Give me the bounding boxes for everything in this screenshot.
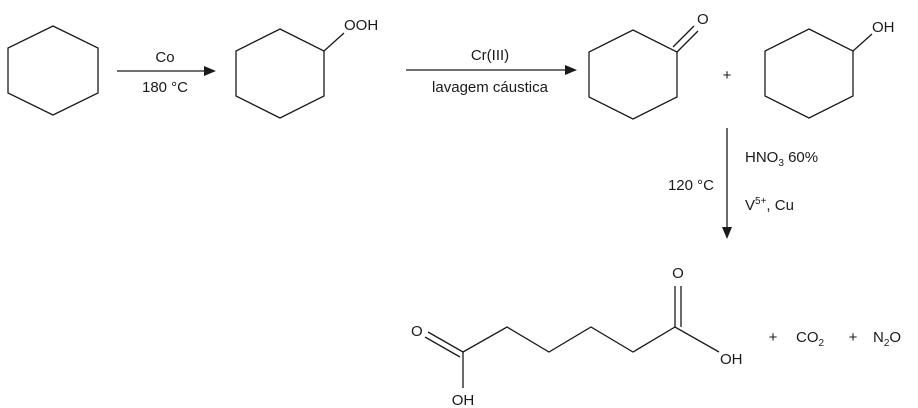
cyclohexanone-ring <box>588 29 678 120</box>
adipic-acid-chain <box>462 326 720 353</box>
adipic-right-hydroxyl: OH <box>720 351 743 368</box>
adipic-bottom-hydroxyl: OH <box>452 392 475 408</box>
arrow-step3 <box>722 128 732 239</box>
step1-condition: 180 °C <box>142 79 188 96</box>
arrow-step1 <box>117 66 216 76</box>
step2-condition: lavagem cáustica <box>432 79 549 96</box>
step3-catalyst: V5+, Cu <box>745 196 794 214</box>
adipic-top-oxygen: O <box>672 265 684 282</box>
hydroxyl-bond <box>852 33 873 52</box>
plus-sign-products: + <box>723 67 732 84</box>
hydroperoxide-label: OOH <box>344 17 378 34</box>
hydroperoxide-bond <box>323 32 345 52</box>
cyclohexane-ring <box>7 25 99 116</box>
left-carbonyl-bond-a <box>427 331 464 353</box>
carbonyl-bond-a <box>676 30 699 53</box>
plus-sign-co2: + <box>769 329 778 346</box>
cyclohexanol-ring <box>764 28 854 119</box>
carbonyl-bond-b <box>672 25 695 48</box>
ketone-oxygen: O <box>697 11 709 28</box>
adipic-left-oxygen: O <box>411 323 423 340</box>
step1-reagent: Co <box>155 49 174 66</box>
plus-sign-n2o: + <box>849 329 858 346</box>
arrow-step2 <box>406 65 577 75</box>
alcohol-label: OH <box>872 19 895 36</box>
left-carbonyl-bond-b <box>424 336 461 358</box>
step2-reagent: Cr(III) <box>471 47 509 64</box>
cyclohexyl-hydroperoxide-ring <box>235 28 325 119</box>
step3-temperature: 120 °C <box>668 177 714 194</box>
carbon-dioxide: CO2 <box>796 329 825 349</box>
nitrous-oxide: N2O <box>873 329 901 349</box>
step3-hno3: HNO3 60% <box>745 149 818 169</box>
